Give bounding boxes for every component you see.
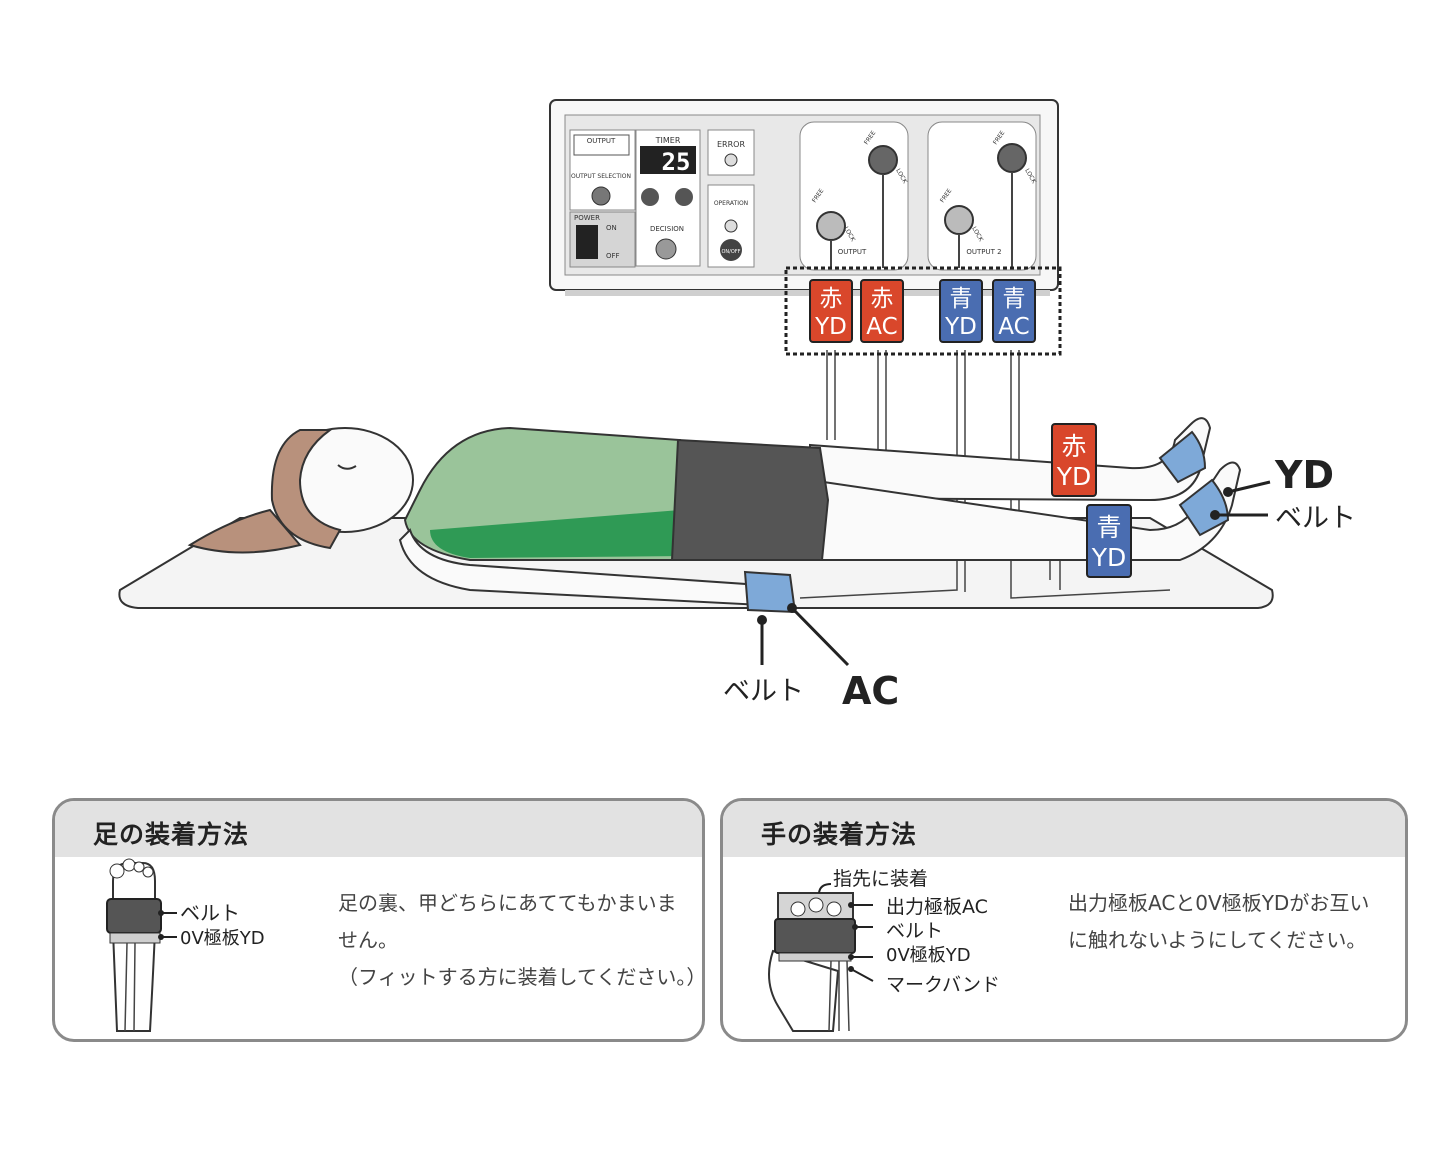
foot-text-line: せん。: [338, 928, 398, 952]
leg-tag-code: YD: [1056, 462, 1092, 491]
hand-label-output: 出力極板AC: [886, 896, 988, 918]
leg-tag-red-yd: 赤 YD: [1051, 423, 1097, 497]
ankle-band-bottom: [1178, 478, 1230, 537]
output1-label: OUTPUT: [838, 248, 867, 256]
plug-tag-color: 青: [1003, 286, 1026, 312]
plug-tag-blue-ac: 青 AC: [992, 279, 1036, 343]
hand-label-markband: マークバンド: [886, 974, 1000, 996]
plug-tag-code: AC: [998, 314, 1029, 340]
panel-header: [55, 801, 702, 857]
foot-attachment-panel: 足の装着方法 ベルト 0V極板YD 足の裏、甲どちらにあててもかまいま せん。 …: [52, 798, 705, 1042]
error-label: ERROR: [717, 140, 745, 149]
leg-tag-color: 赤: [1061, 432, 1086, 461]
shirt-shade: [430, 510, 686, 558]
foot-illustration: ベルト 0V極板YD: [106, 858, 265, 1032]
left-leg: [809, 417, 1212, 502]
panel-title: 足の装着方法: [93, 820, 250, 849]
timer-label: TIMER: [655, 136, 681, 145]
leg-tag-blue-yd: 青 YD: [1086, 504, 1132, 578]
callout-yd: YD: [1274, 453, 1334, 497]
hand-attachment-panel: 手の装着方法 指先に装着 出力極板AC ベルト 0V極板YD マークバンド 出力…: [720, 798, 1408, 1042]
arm: [398, 528, 764, 607]
panel-header: [723, 801, 1405, 857]
callout-dot: [757, 615, 767, 625]
hand-instructions: 出力極板ACと0V極板YDがお互い に触れないようにしてください。: [1068, 885, 1369, 959]
hair: [270, 429, 342, 550]
power-label: POWER: [574, 214, 600, 222]
onoff-label: ON/OFF: [721, 249, 740, 255]
callout-dot: [1210, 510, 1220, 520]
hand-label-plate: 0V極板YD: [886, 945, 971, 966]
plug-tag-code: YD: [814, 314, 847, 340]
foot-text-line: 足の裏、甲どちらにあててもかまいま: [338, 891, 677, 915]
ponytail: [187, 508, 302, 554]
foot-label-plate: 0V極板YD: [180, 928, 265, 949]
closed-eye: [337, 464, 357, 470]
stimulator-device: [549, 99, 1059, 296]
output-label: OUTPUT: [587, 137, 616, 145]
hand-illustration: 指先に装着 出力極板AC ベルト 0V極板YD マークバンド: [768, 868, 1000, 1032]
decision-label: DECISION: [650, 225, 684, 233]
output2-label: OUTPUT 2: [966, 248, 1001, 256]
hand-label-finger: 指先に装着: [833, 868, 928, 890]
right-leg: [808, 461, 1242, 561]
plug-tag-red-yd: 赤 YD: [809, 279, 853, 343]
plug-tags-frame: [784, 266, 1062, 356]
plug-tag-code: YD: [944, 314, 977, 340]
timer-value: 25: [662, 148, 691, 176]
plug-tag-red-ac: 赤 AC: [860, 279, 904, 343]
foot-text-line: （フィットする方に装着してください。）: [338, 965, 705, 989]
callout-lines: [760, 480, 1271, 667]
callout-ac: AC: [842, 669, 899, 713]
output-selection-label: OUTPUT SELECTION: [571, 173, 631, 180]
ankle-band-top: [1158, 430, 1207, 484]
plug-tag-color: 赤: [820, 286, 843, 312]
callout-belt-wrist: ベルト: [723, 676, 804, 707]
callout-belt-foot: ベルト: [1275, 503, 1356, 534]
plug-tag-color: 青: [950, 286, 973, 312]
foot-instructions: 足の裏、甲どちらにあててもかまいま せん。 （フィットする方に装着してください。…: [338, 885, 702, 996]
shorts: [670, 438, 830, 561]
callout-dot: [787, 603, 797, 613]
hand-text-line: 出力極板ACと0V極板YDがお互い: [1068, 891, 1370, 915]
plug-tag-code: AC: [866, 314, 897, 340]
power-off-label: OFF: [606, 252, 620, 260]
plug-tag-color: 赤: [871, 286, 894, 312]
leg-tag-color: 青: [1096, 513, 1121, 542]
foot-label-belt: ベルト: [180, 901, 240, 925]
callout-dot: [1223, 487, 1233, 497]
plug-tag-blue-yd: 青 YD: [939, 279, 983, 343]
setup-illustration: OUTPUT TIMER 25 ERROR OPERATION POWER ON…: [118, 99, 1356, 713]
panel-title: 手の装着方法: [761, 820, 918, 849]
hand-label-belt: ベルト: [886, 920, 943, 942]
hand-text-line: に触れないようにしてください。: [1068, 928, 1367, 952]
leg-tag-code: YD: [1091, 543, 1127, 572]
operation-label: OPERATION: [714, 200, 748, 207]
power-on-label: ON: [606, 224, 617, 232]
